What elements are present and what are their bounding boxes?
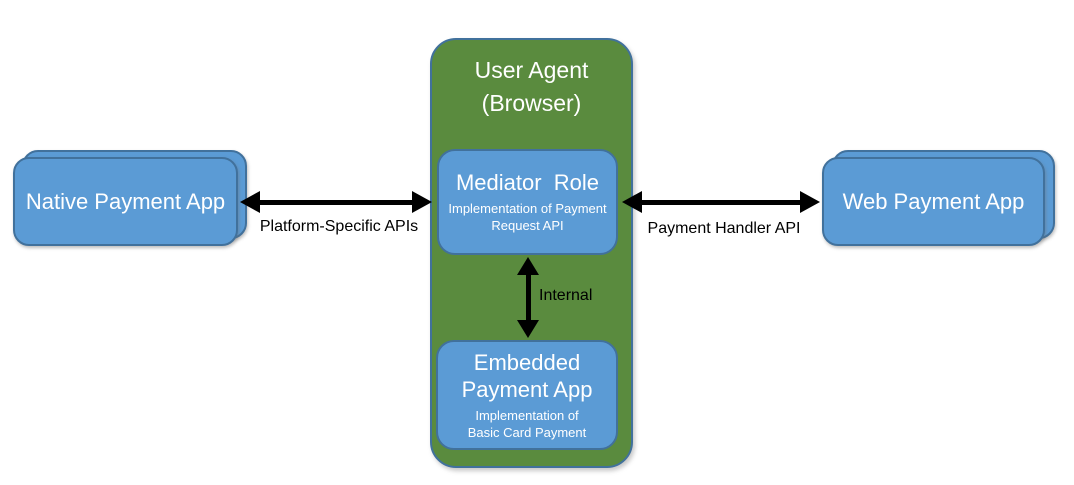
native-payment-app-label: Native Payment App: [25, 188, 226, 214]
mediator-role-node: Mediator Role Implementation of Payment …: [437, 149, 618, 255]
internal-arrow-icon: [517, 257, 539, 338]
arrow-head-up-icon: [517, 257, 539, 275]
arrow-head-right-icon: [412, 191, 432, 213]
user-agent-title: User Agent (Browser): [432, 40, 631, 120]
arrow-shaft: [525, 271, 531, 324]
web-payment-app-label: Web Payment App: [842, 188, 1025, 214]
mediator-role-title: Mediator Role: [455, 170, 600, 196]
web-payment-app-node: Web Payment App: [822, 157, 1045, 246]
payment-handler-api-label: Payment Handler API: [647, 220, 801, 237]
native-payment-app-node: Native Payment App: [13, 157, 238, 246]
embedded-payment-app-subtitle: Implementation of Basic Card Payment: [467, 407, 587, 440]
arrow-head-left-icon: [240, 191, 260, 213]
arrow-head-right-icon: [800, 191, 820, 213]
embedded-payment-app-node: Embedded Payment App Implementation of B…: [436, 340, 618, 450]
arrow-shaft: [636, 199, 806, 205]
arrow-shaft: [254, 199, 418, 205]
user-agent-title-line2: (Browser): [481, 90, 582, 116]
user-agent-title-line1: User Agent: [474, 57, 589, 83]
internal-label: Internal: [539, 287, 593, 304]
platform-specific-apis-arrow-icon: [240, 191, 432, 213]
platform-specific-apis-label: Platform-Specific APIs: [259, 218, 419, 235]
arrow-head-down-icon: [517, 320, 539, 338]
embedded-payment-app-title: Embedded Payment App: [461, 349, 593, 403]
payment-handler-api-arrow-icon: [622, 191, 820, 213]
mediator-role-subtitle: Implementation of Payment Request API: [448, 200, 607, 233]
arrow-head-left-icon: [622, 191, 642, 213]
